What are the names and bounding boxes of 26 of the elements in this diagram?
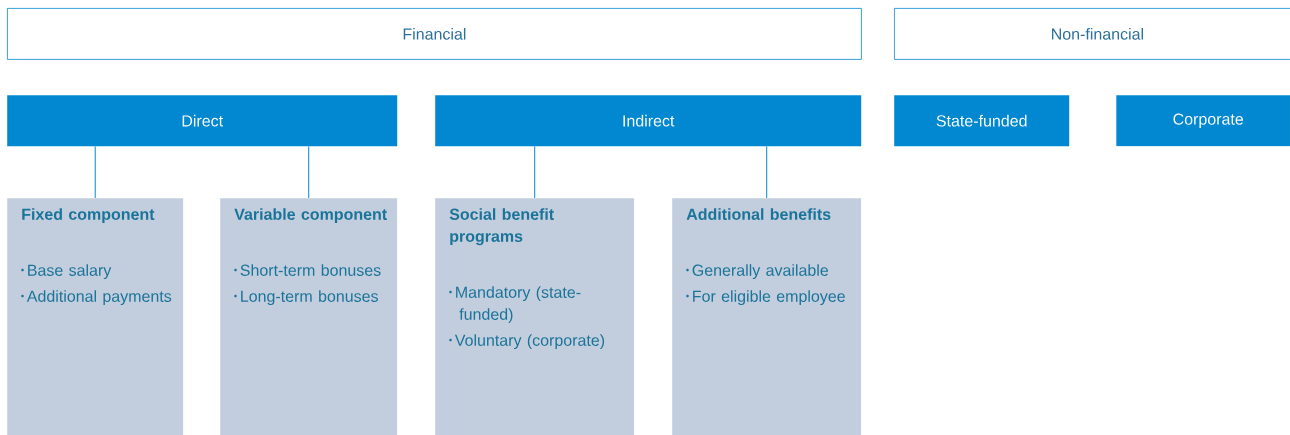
- component-card: [220, 198, 398, 435]
- component-card: [7, 198, 184, 435]
- group-box: State-funded: [894, 95, 1070, 147]
- bullet-item: Short-term bonuses: [234, 264, 381, 276]
- connector-line: [94, 145, 96, 199]
- connector-line: [534, 145, 536, 199]
- bullet-item: Long-term bonuses: [234, 290, 378, 306]
- connector-line: [766, 145, 768, 199]
- bullet-item: Voluntary (corporate): [449, 334, 605, 350]
- bullet-item: For eligible employee: [686, 290, 845, 306]
- card-heading: Fixed component: [22, 208, 155, 224]
- bullet-item: Additional payments: [21, 290, 172, 306]
- component-card: [435, 198, 635, 435]
- bullet-item: Generally available: [686, 264, 828, 280]
- card-heading: Variable component: [234, 208, 387, 224]
- connector-line: [308, 145, 310, 199]
- component-card: [672, 198, 862, 435]
- bullet-item: Base salary: [21, 264, 112, 280]
- card-heading: Social benefit programs: [449, 208, 554, 246]
- category-box: Non-financial: [894, 8, 1290, 60]
- group-box: Corporate: [1116, 95, 1290, 147]
- bullet-item: Mandatory (state-funded): [449, 286, 581, 324]
- group-box: Indirect: [435, 95, 862, 147]
- group-box: Direct: [7, 95, 398, 147]
- card-heading: Additional benefits: [686, 208, 831, 220]
- category-box: Financial: [7, 8, 862, 60]
